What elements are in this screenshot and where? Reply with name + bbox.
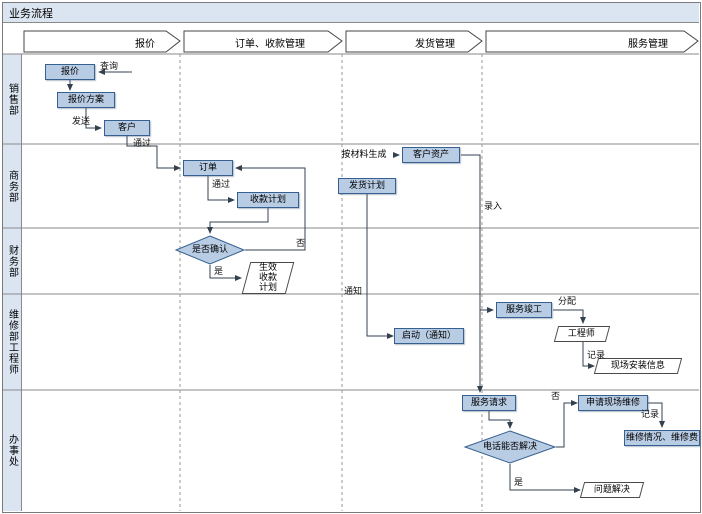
edge-label-assign: 分配 bbox=[558, 297, 577, 307]
phase-label-delivery: 发货管理 bbox=[415, 39, 455, 50]
lane-label-office: 办事处 bbox=[3, 390, 22, 511]
node-repair-info-fee: 维修情况、维修费 bbox=[624, 430, 700, 446]
node-delivery-plan: 发货计划 bbox=[338, 178, 396, 194]
node-customer-asset: 客户资产 bbox=[402, 147, 460, 163]
phase-label-quotation: 报价 bbox=[135, 39, 155, 50]
node-site-install-info-label: 现场安装信息 bbox=[610, 360, 665, 371]
edge-label-no2: 否 bbox=[551, 392, 561, 402]
lane-label-sales: 销售部 bbox=[3, 54, 22, 144]
node-payment-plan: 收款计划 bbox=[237, 192, 299, 208]
node-effective-payment-plan: 生效收款计划 bbox=[241, 262, 295, 294]
node-phone-resolve-decision: 电话能否解决 bbox=[482, 442, 537, 452]
node-by-material-label: 按材料生成 bbox=[341, 149, 387, 160]
edge-label-query: 查询 bbox=[100, 62, 119, 72]
title-bar: 业务流程 bbox=[3, 3, 699, 23]
edge-label-yes1: 是 bbox=[214, 267, 224, 277]
page-title: 业务流程 bbox=[9, 6, 53, 20]
edge-label-yes2: 是 bbox=[514, 478, 524, 488]
lane-label-business: 商务部 bbox=[3, 144, 22, 228]
edge-label-input: 录入 bbox=[484, 202, 503, 212]
edge-label-pass1: 通过 bbox=[133, 139, 152, 149]
node-start-notify: 启动（通知） bbox=[394, 328, 464, 344]
node-apply-onsite-repair: 申请现场维修 bbox=[578, 395, 648, 411]
node-customer: 客户 bbox=[104, 120, 150, 136]
edge-label-record2: 记录 bbox=[641, 410, 660, 420]
node-service-request: 服务请求 bbox=[462, 395, 516, 411]
node-effective-payment-plan-label: 生效收款计划 bbox=[258, 263, 277, 293]
edge-label-pass2: 通过 bbox=[212, 180, 231, 190]
lane-label-maintenance-engineer: 维修部工程师 bbox=[3, 294, 22, 390]
node-confirm-decision: 是否确认 bbox=[191, 245, 228, 255]
node-engineer: 工程师 bbox=[553, 326, 611, 342]
phase-label-order-payment: 订单、收款管理 bbox=[235, 39, 305, 50]
edge-label-notify: 通知 bbox=[344, 287, 363, 297]
node-order: 订单 bbox=[183, 160, 233, 176]
node-quote: 报价 bbox=[45, 64, 95, 80]
node-site-install-info: 现场安装信息 bbox=[593, 358, 683, 374]
node-quote-plan: 报价方案 bbox=[57, 92, 115, 108]
node-service-complete: 服务竣工 bbox=[496, 302, 552, 318]
phase-label-service: 服务管理 bbox=[628, 39, 668, 50]
node-engineer-label: 工程师 bbox=[568, 328, 596, 339]
edge-label-record1: 记录 bbox=[587, 351, 606, 361]
edge-label-no1: 否 bbox=[296, 239, 306, 249]
edge-label-send: 发送 bbox=[72, 117, 91, 127]
node-problem-solved: 问题解决 bbox=[579, 482, 645, 498]
node-problem-solved-label: 问题解决 bbox=[593, 484, 630, 495]
lane-label-finance: 财务部 bbox=[3, 228, 22, 294]
